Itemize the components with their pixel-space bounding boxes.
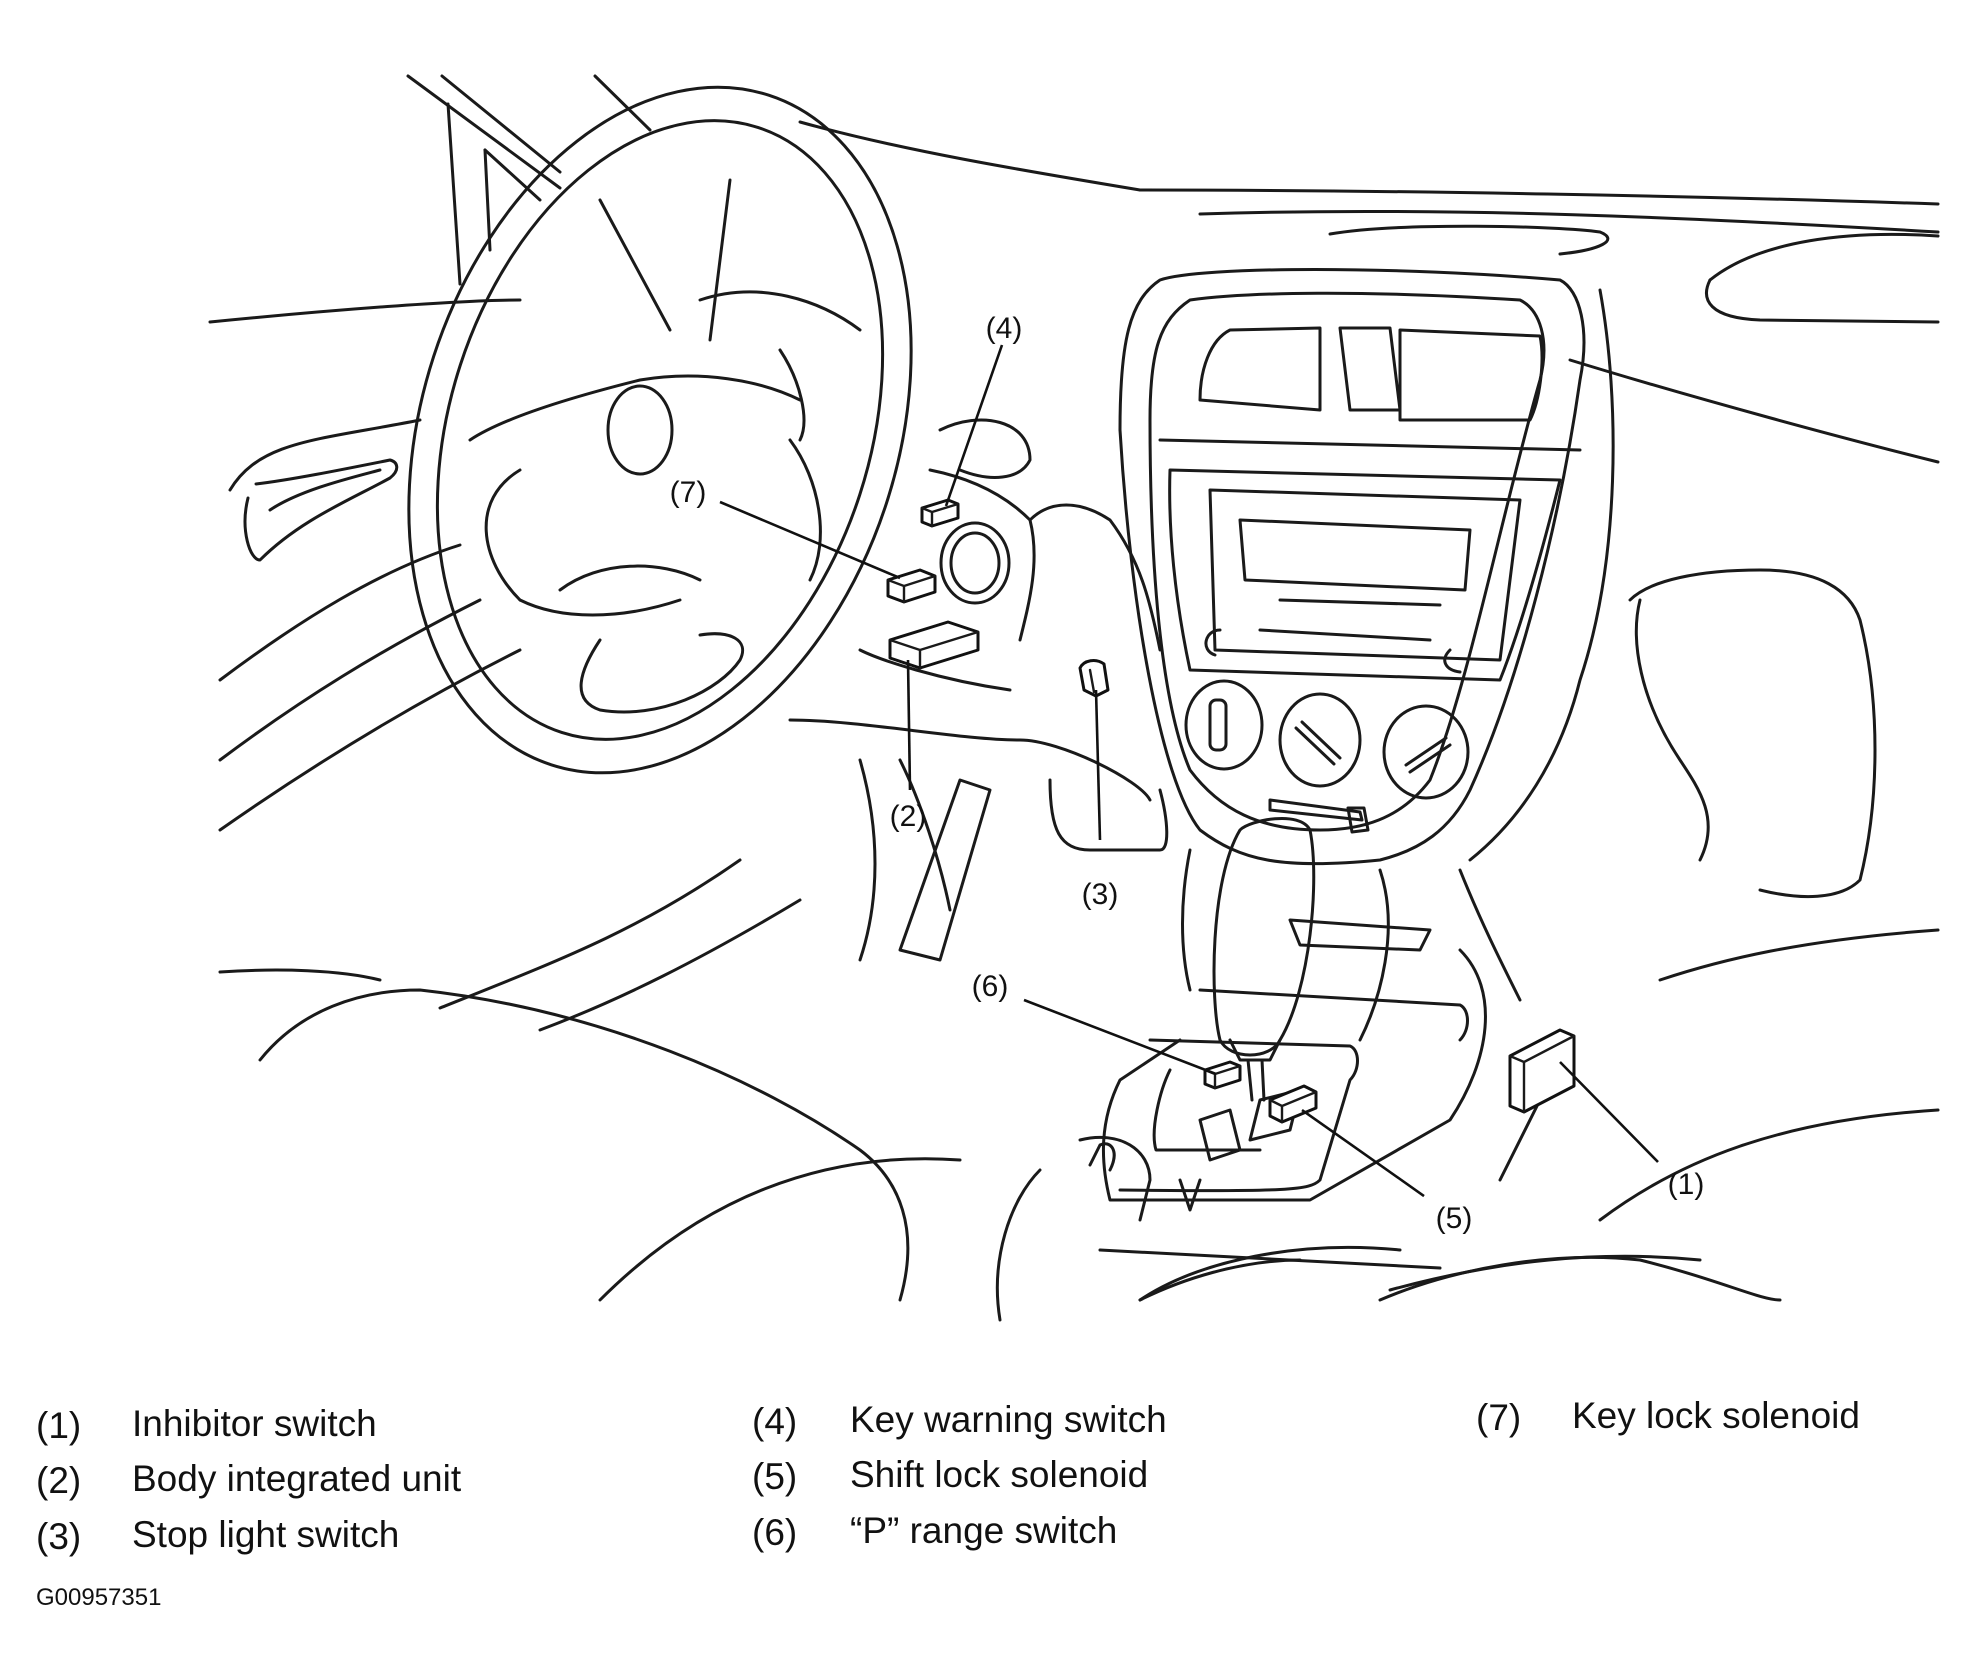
shift-console: [995, 848, 1702, 1322]
left-door-panel: [218, 418, 522, 982]
callout-3: (3): [1082, 878, 1119, 911]
part-6-p-range-switch: [1203, 1060, 1242, 1090]
steering-column: [788, 418, 1162, 912]
part-5-shift-lock-solenoid: [1268, 1084, 1318, 1124]
dashboard-top: [208, 120, 1940, 464]
steering-wheel: [407, 85, 913, 775]
center-stack: [1118, 268, 1586, 866]
part-4-key-warning-switch: [920, 498, 960, 528]
part-1-inhibitor-switch: [1508, 1028, 1576, 1114]
a-pillar: [406, 74, 652, 286]
shift-lever: [1212, 816, 1316, 1102]
part-2-body-integrated-unit: [888, 620, 980, 670]
callout-4: (4): [986, 312, 1023, 345]
lower-dash: [438, 758, 1169, 1032]
callout-5: (5): [1436, 1202, 1473, 1235]
callout-2: (2): [890, 800, 927, 833]
callout-1: (1): [1668, 1168, 1705, 1201]
callout-6: (6): [972, 970, 1009, 1003]
seats: [258, 988, 1940, 1302]
callout-7: (7): [670, 476, 707, 509]
passenger-dash: [1358, 288, 1940, 1042]
part-3-stop-light-switch: [1078, 659, 1110, 698]
leader-lines: [719, 344, 1659, 1198]
